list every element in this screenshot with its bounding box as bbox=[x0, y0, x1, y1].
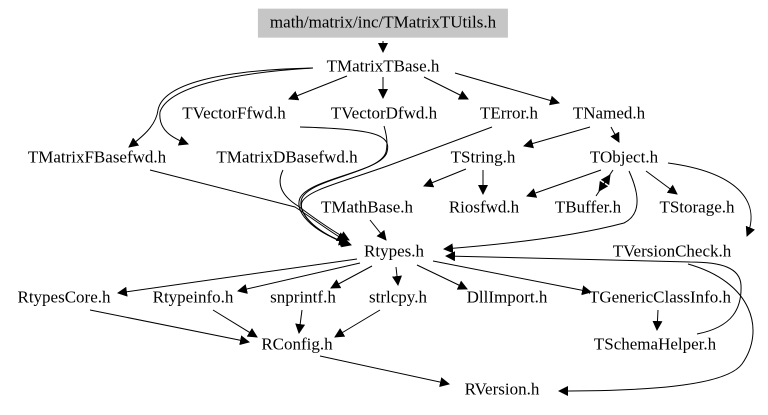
edge-tnamed-to-tobject bbox=[610, 126, 620, 143]
edge-snprintf-to-rconfig bbox=[295, 309, 306, 334]
node-tschemahelper[interactable]: TSchemaHelper.h bbox=[593, 334, 717, 354]
edge-terror-to-rtypes bbox=[300, 126, 493, 248]
node-riosfwd[interactable]: Riosfwd.h bbox=[448, 197, 520, 217]
edge-tmatrixtbase-to-tmatrixdbasefwd bbox=[159, 67, 314, 146]
node-rconfig[interactable]: RConfig.h bbox=[261, 334, 333, 354]
edge-tmathbase-to-rtypes bbox=[369, 219, 387, 241]
node-tstring[interactable]: TString.h bbox=[450, 147, 516, 167]
edge-tmatrixtbase-to-terror bbox=[423, 76, 469, 100]
edge-rtypescore-to-rconfig bbox=[89, 309, 250, 346]
node-terror[interactable]: TError.h bbox=[479, 103, 539, 123]
node-dllimport[interactable]: DllImport.h bbox=[466, 287, 548, 307]
node-tobject[interactable]: TObject.h bbox=[589, 147, 659, 167]
edge-rtypes-to-rtypeinfo bbox=[237, 262, 361, 294]
node-tversioncheck[interactable]: TVersionCheck.h bbox=[612, 241, 732, 261]
edge-tstring-to-tmathbase bbox=[423, 168, 467, 188]
edge-tversioncheck-to-rversion bbox=[558, 263, 754, 396]
node-tvectorffwd[interactable]: TVectorFfwd.h bbox=[182, 103, 286, 123]
edge-tobject-to-rtypes bbox=[443, 170, 638, 254]
node-tgenericclassinfo[interactable]: TGenericClassInfo.h bbox=[588, 287, 732, 307]
edge-tgenericclassinfo-to-tschemahelper bbox=[652, 309, 663, 331]
edge-strlcpy-to-rconfig bbox=[334, 309, 381, 338]
node-tmathbase[interactable]: TMathBase.h bbox=[320, 197, 414, 217]
edge-tmatrixdbasefwd-to-rtypes bbox=[279, 169, 350, 241]
node-rtypeinfo[interactable]: Rtypeinfo.h bbox=[152, 287, 234, 307]
edge-rtypes-to-rtypescore bbox=[117, 258, 358, 297]
edge-tobject-to-tversioncheck bbox=[667, 162, 756, 237]
node-rtypes[interactable]: Rtypes.h bbox=[364, 241, 424, 261]
node-tmatrixtutils: math/matrix/inc/TMatrixTUtils.h bbox=[257, 8, 509, 38]
edge-tobject-to-tstorage bbox=[645, 170, 678, 195]
edge-tmatrixtbase-to-tmatrixfbasefwd bbox=[128, 67, 314, 148]
edge-rtypes-to-strlcpy bbox=[392, 266, 402, 286]
node-tbuffer[interactable]: TBuffer.h bbox=[554, 197, 622, 217]
edge-rtypes-to-tgenericclassinfo bbox=[432, 260, 592, 296]
edge-tnamed-to-tstring bbox=[523, 126, 591, 149]
node-snprintf[interactable]: snprintf.h bbox=[270, 287, 336, 307]
edges-group bbox=[89, 41, 756, 396]
node-tmatrixtbase[interactable]: TMatrixTBase.h bbox=[326, 56, 440, 76]
node-tvectordfwd[interactable]: TVectorDfwd.h bbox=[330, 103, 438, 123]
edge-tmatrixtbase-to-tnamed bbox=[454, 72, 560, 106]
edge-tmatrixfbasefwd-to-rtypes bbox=[149, 169, 347, 242]
edge-tmatrixtbase-to-tvectorffwd bbox=[288, 75, 348, 101]
edge-tschemahelper-to-rtypes bbox=[445, 251, 742, 335]
edge-rtypes-to-snprintf bbox=[330, 265, 373, 289]
node-rversion[interactable]: RVersion.h bbox=[464, 379, 540, 399]
node-rtypescore[interactable]: RtypesCore.h bbox=[17, 287, 111, 307]
edge-rconfig-to-rversion bbox=[319, 355, 450, 387]
node-tmatrixfbasefwd[interactable]: TMatrixFBasefwd.h bbox=[27, 147, 167, 167]
node-tstorage[interactable]: TStorage.h bbox=[659, 197, 735, 217]
node-tmatrixdbasefwd[interactable]: TMatrixDBasefwd.h bbox=[216, 147, 358, 167]
node-strlcpy[interactable]: strlcpy.h bbox=[369, 287, 427, 307]
edge-tobject-to-riosfwd bbox=[526, 169, 602, 198]
edge-tbuffer-to-tobject bbox=[595, 174, 611, 197]
edge-rtypeinfo-to-rconfig bbox=[212, 309, 258, 338]
node-tnamed[interactable]: TNamed.h bbox=[572, 103, 646, 123]
edge-rtypes-to-dllimport bbox=[416, 264, 468, 290]
